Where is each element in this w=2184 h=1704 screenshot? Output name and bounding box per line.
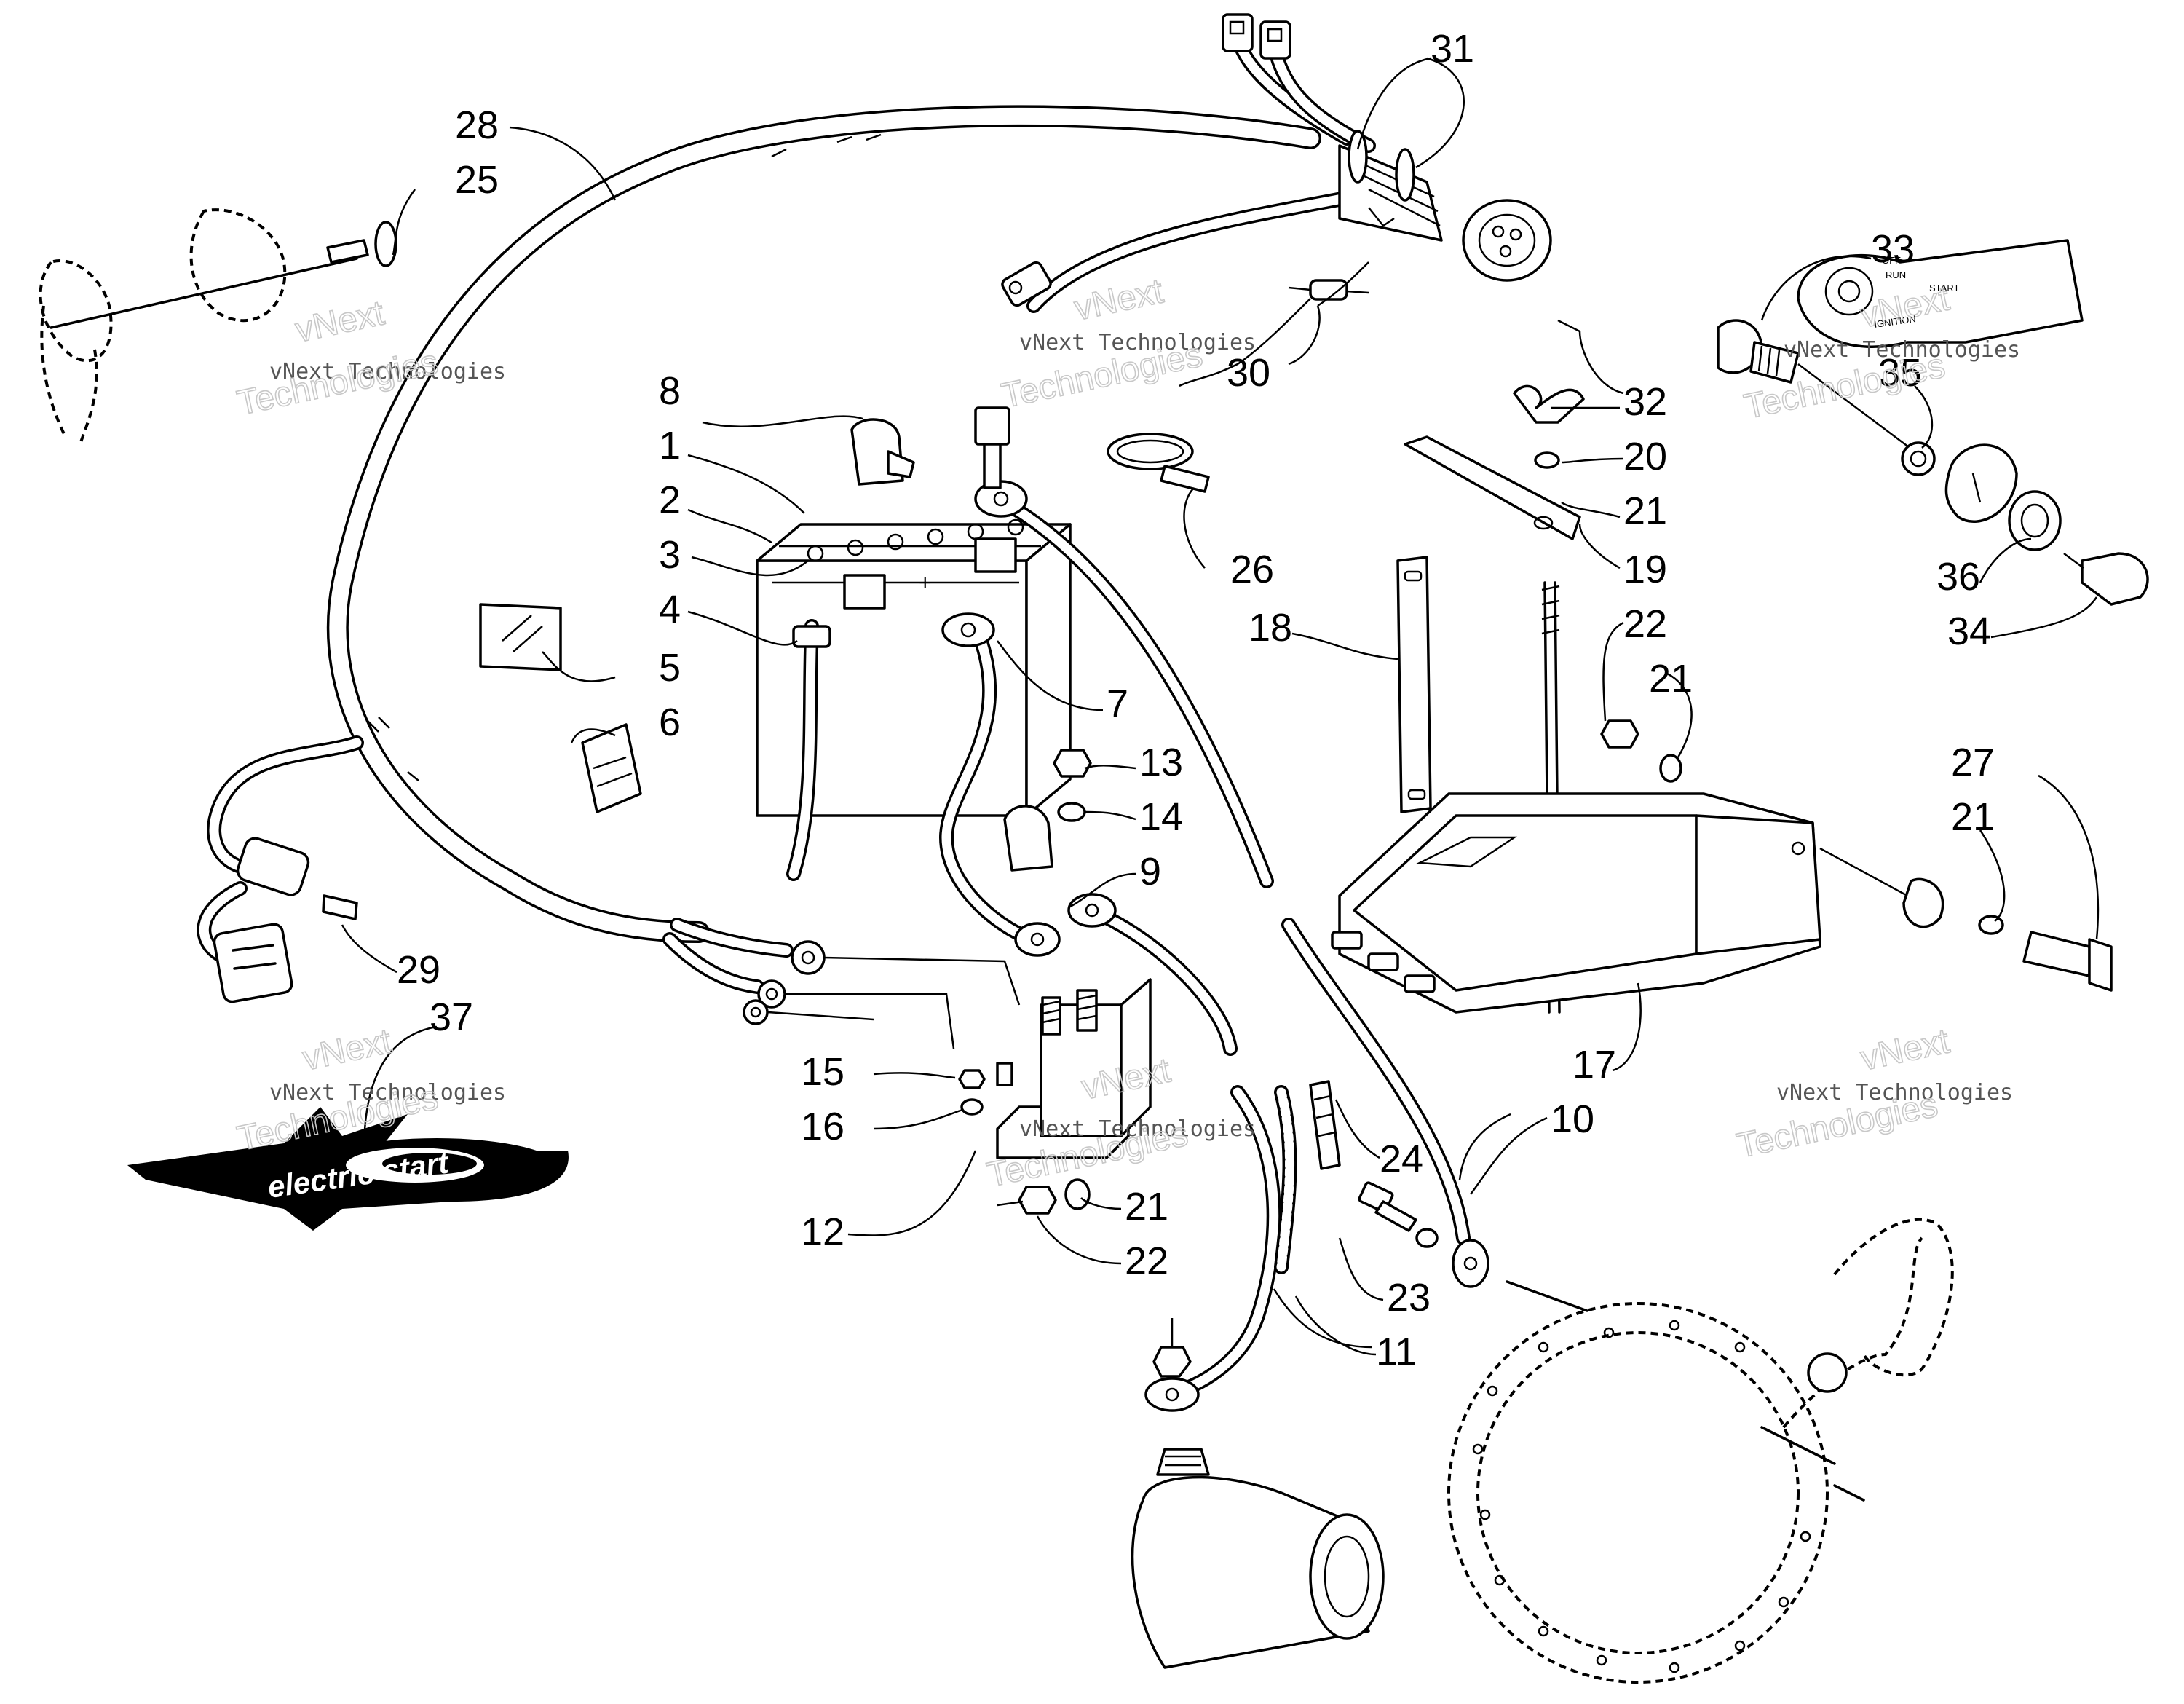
callout-21-top: 21	[1623, 489, 1667, 533]
callout-11: 11	[1376, 1330, 1417, 1374]
tray-mount-hardware	[1819, 847, 2113, 992]
callout-10: 10	[1551, 1097, 1594, 1141]
mounting-panel-outline	[39, 208, 397, 445]
callout-8: 8	[659, 369, 681, 413]
callout-numbers: 28 25 31 30 33 32 35 36 34 8 1 2 3 4 5 6…	[397, 27, 1995, 1374]
callout-15: 15	[801, 1050, 844, 1094]
callout-21-tray: 21	[1649, 657, 1693, 701]
callout-22-bottom: 22	[1125, 1239, 1168, 1283]
decals	[479, 603, 642, 813]
starter-solenoid	[958, 978, 1152, 1215]
svg-text:vNext: vNext	[1071, 272, 1166, 328]
ignition-switch-assembly: OFF RUN START IGNITION	[1717, 239, 2149, 606]
callout-21-bottom: 21	[1125, 1185, 1168, 1228]
watermark-text: vNext Technologies	[269, 1080, 506, 1105]
callout-30: 30	[1227, 351, 1270, 395]
callout-18: 18	[1249, 606, 1292, 650]
ignition-run-text: RUN	[1886, 269, 1906, 280]
callout-7: 7	[1107, 682, 1128, 726]
callout-9: 9	[1139, 850, 1161, 894]
harness-connector-bundle	[1001, 13, 1552, 313]
callout-4: 4	[659, 588, 681, 631]
wiring-harness	[197, 105, 1321, 1049]
callout-13: 13	[1139, 741, 1183, 784]
callout-21-right: 21	[1951, 795, 1995, 839]
watermark-text: vNext Technologies	[1784, 337, 2020, 363]
callout-28: 28	[455, 103, 499, 147]
battery-cables	[938, 406, 1489, 1412]
wire-loom	[1274, 1080, 1439, 1274]
callout-37: 37	[430, 995, 473, 1039]
callout-31: 31	[1431, 27, 1474, 71]
callout-26: 26	[1230, 548, 1274, 591]
svg-text:vNext: vNext	[1857, 1022, 1952, 1078]
callout-14: 14	[1139, 795, 1183, 839]
ignition-off-text: OFF	[1882, 255, 1901, 266]
ignition-start-text: START	[1929, 283, 1959, 293]
recoil-housing-outline	[1447, 1218, 1954, 1684]
callout-16: 16	[801, 1105, 844, 1148]
callout-3: 3	[659, 533, 681, 577]
callout-32: 32	[1623, 380, 1667, 424]
svg-text:vNext: vNext	[299, 1022, 395, 1078]
callout-12: 12	[801, 1210, 844, 1254]
electric-start-decal: electric start	[127, 1107, 569, 1231]
watermark-text: vNext Technologies	[1776, 1080, 2013, 1105]
callout-22-tray: 22	[1623, 602, 1667, 646]
callout-36: 36	[1936, 555, 1980, 599]
callout-6: 6	[659, 701, 681, 744]
watermark-text: vNext Technologies	[1019, 1116, 1256, 1142]
callout-33: 33	[1871, 227, 1915, 271]
callout-19: 19	[1623, 548, 1667, 591]
callout-24: 24	[1380, 1137, 1423, 1181]
callout-35: 35	[1878, 351, 1922, 395]
callout-2: 2	[659, 478, 681, 522]
callout-1: 1	[659, 424, 681, 468]
svg-text:vNext: vNext	[292, 293, 387, 350]
callout-34: 34	[1947, 610, 1991, 653]
callout-25: 25	[455, 158, 499, 202]
svg-text:+: +	[919, 571, 932, 595]
leader-lines	[341, 57, 2100, 1356]
callout-29: 29	[397, 948, 440, 992]
callout-5: 5	[659, 646, 681, 690]
callout-27: 27	[1951, 741, 1995, 784]
starter-motor	[1131, 1448, 1385, 1669]
callout-20: 20	[1623, 435, 1667, 478]
watermark-text: vNext Technologies	[269, 359, 506, 384]
svg-text:−: −	[954, 549, 967, 573]
battery-tray	[1331, 719, 1821, 1014]
fuse-holder	[197, 837, 358, 1003]
watermark-text: vNext Technologies	[1019, 330, 1256, 355]
callout-17: 17	[1572, 1043, 1616, 1086]
callout-23: 23	[1387, 1276, 1431, 1320]
